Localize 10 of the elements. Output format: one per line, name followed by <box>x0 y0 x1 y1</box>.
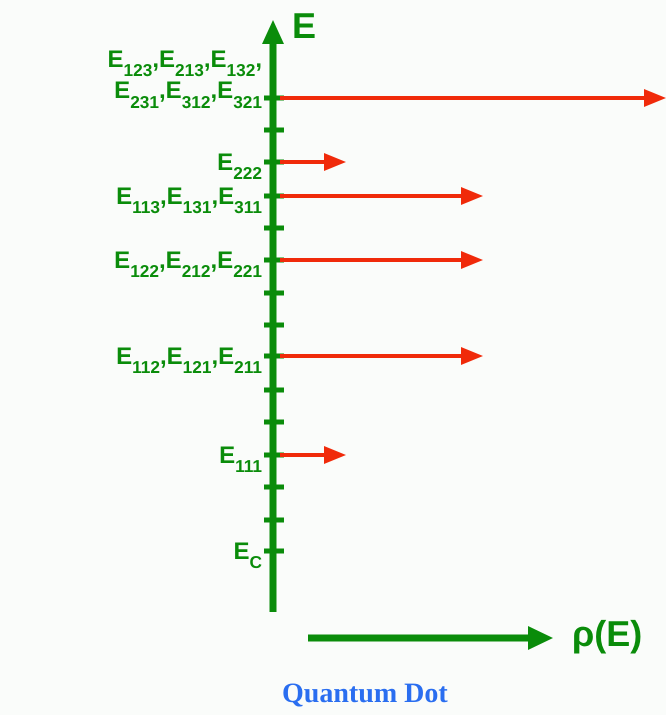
energy-level-label: E$_{222}$ <box>216 148 262 178</box>
caption: Quantum Dot <box>282 680 448 708</box>
axis-label: E <box>292 8 316 44</box>
energy-level-label: E$_{C}$ <box>232 537 262 568</box>
energy-level-label: E$_{112}$,E$_{121}$,E$_{211}$ <box>115 342 262 372</box>
energy-level-label: E$_{111}$ <box>218 441 262 472</box>
energy-level-label: E$_{123}$,E$_{213}$,E$_{132}$, E$_{231}$,E$_{312}$,E$_{321}$ <box>106 45 262 107</box>
energy-level-label: E$_{122}$,E$_{212}$,E$_{221}$ <box>113 246 262 276</box>
axis-label: ρ(E) <box>572 616 642 652</box>
energy-level-label: E$_{113}$,E$_{131}$,E$_{311}$ <box>115 182 262 212</box>
